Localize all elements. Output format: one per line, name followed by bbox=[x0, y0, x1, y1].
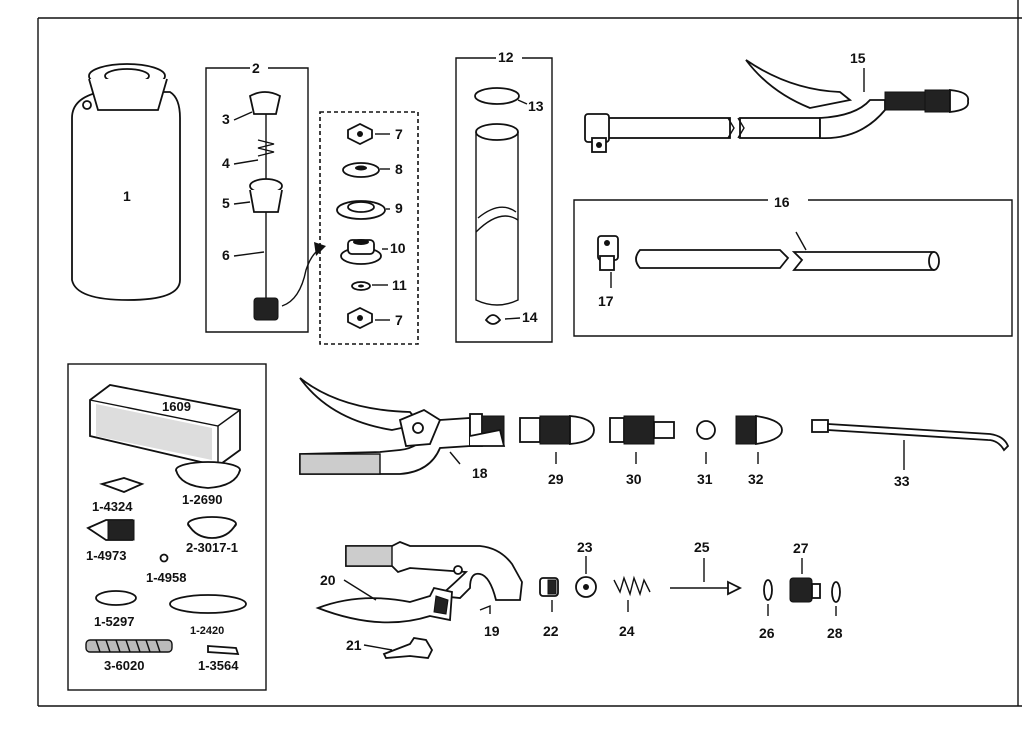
part-26-o-ring: 26 bbox=[759, 579, 775, 641]
repair-kit-box: 1609 1-4324 1-2690 1-4973 2-3017-1 1-495… bbox=[67, 363, 267, 691]
part-31-washer: 31 bbox=[696, 420, 716, 487]
label-16: 16 bbox=[774, 194, 790, 210]
label-29: 29 bbox=[548, 471, 564, 487]
label-7-bottom: 7 bbox=[395, 312, 403, 328]
part-27-packing-nut: 27 bbox=[789, 540, 821, 603]
part-1-tank: 1 bbox=[71, 63, 181, 301]
part-30-nozzle-body: 30 bbox=[609, 415, 675, 487]
kit-1-5297-label: 1-5297 bbox=[94, 614, 134, 629]
label-21: 21 bbox=[346, 637, 362, 653]
label-8: 8 bbox=[395, 161, 403, 177]
kit-1-2420-label: 1-2420 bbox=[190, 625, 224, 637]
label-15: 15 bbox=[850, 50, 866, 66]
label-14: 14 bbox=[522, 309, 538, 325]
part-32-nozzle-tip: 32 bbox=[735, 414, 783, 487]
part-20-lever: 20 bbox=[315, 572, 453, 624]
label-23: 23 bbox=[577, 539, 593, 555]
label-10: 10 bbox=[390, 240, 406, 256]
label-31: 31 bbox=[697, 471, 713, 487]
label-12: 12 bbox=[498, 49, 514, 65]
label-24: 24 bbox=[619, 623, 635, 639]
part-22-bushing: 22 bbox=[539, 577, 559, 639]
kit-1-4324-label: 1-4324 bbox=[92, 499, 133, 514]
valve-parts-box: 7 8 9 10 11 7 bbox=[319, 111, 419, 345]
part-18-valve-handle: 18 bbox=[299, 377, 506, 481]
part-25-valve-stem: 25 bbox=[670, 539, 743, 596]
label-18: 18 bbox=[472, 465, 488, 481]
label-30: 30 bbox=[626, 471, 642, 487]
label-17: 17 bbox=[598, 293, 614, 309]
label-20: 20 bbox=[320, 572, 336, 588]
kit-1609-label: 1609 bbox=[162, 399, 191, 414]
label-26: 26 bbox=[759, 625, 775, 641]
part-28-washer: 28 bbox=[827, 581, 843, 641]
part-12-cylinder-box: 12 13 14 bbox=[455, 49, 553, 343]
label-5: 5 bbox=[222, 195, 230, 211]
part-29-coupler: 29 bbox=[519, 415, 595, 487]
part-16-extension-box: 16 17 bbox=[573, 194, 1013, 337]
label-25: 25 bbox=[694, 539, 710, 555]
part-19-handle-body: 19 bbox=[345, 541, 523, 639]
part-23-seal: 23 bbox=[575, 539, 597, 598]
label-4: 4 bbox=[222, 155, 230, 171]
label-2: 2 bbox=[252, 60, 260, 76]
part-33-curved-wand: 33 bbox=[811, 419, 1010, 489]
part-15-shutoff-wand: 15 bbox=[584, 50, 970, 153]
kit-3-6020-label: 3-6020 bbox=[104, 658, 144, 673]
label-28: 28 bbox=[827, 625, 843, 641]
label-19: 19 bbox=[484, 623, 500, 639]
label-13: 13 bbox=[528, 98, 544, 114]
part-24-spring: 24 bbox=[613, 575, 651, 639]
label-33: 33 bbox=[894, 473, 910, 489]
part-21-bracket: 21 bbox=[346, 637, 434, 659]
kit-1-2690-label: 1-2690 bbox=[182, 492, 222, 507]
label-11: 11 bbox=[392, 277, 407, 293]
label-32: 32 bbox=[748, 471, 764, 487]
kit-1-4973-label: 1-4973 bbox=[86, 548, 126, 563]
kit-1-4958-label: 1-4958 bbox=[146, 570, 186, 585]
diagram-border bbox=[37, 0, 1022, 707]
part-2-pump-box: 2 3 4 5 6 bbox=[205, 60, 326, 333]
label-22: 22 bbox=[543, 623, 559, 639]
label-6: 6 bbox=[222, 247, 230, 263]
label-3: 3 bbox=[222, 111, 230, 127]
label-9: 9 bbox=[395, 200, 403, 216]
label-7-top: 7 bbox=[395, 126, 403, 142]
kit-2-3017-1-label: 2-3017-1 bbox=[186, 540, 238, 555]
kit-1-3564-label: 1-3564 bbox=[198, 658, 239, 673]
label-1: 1 bbox=[123, 188, 131, 204]
label-27: 27 bbox=[793, 540, 809, 556]
